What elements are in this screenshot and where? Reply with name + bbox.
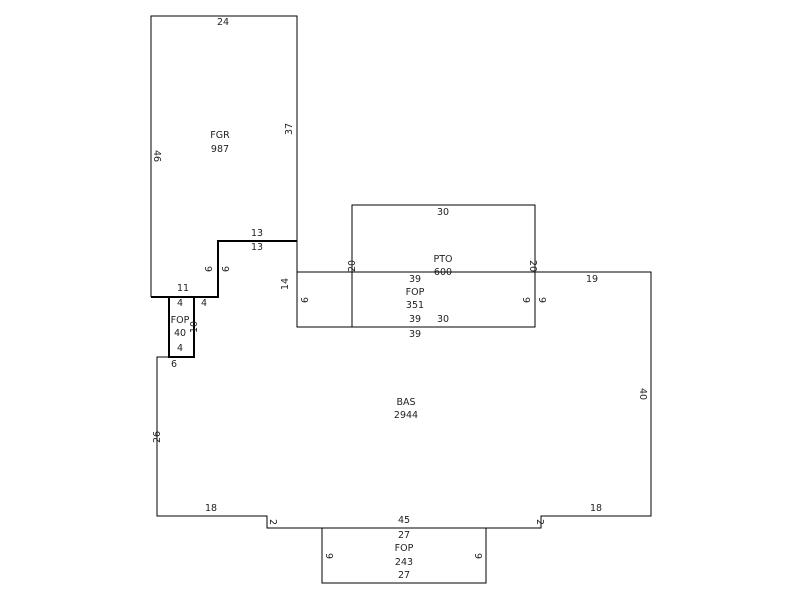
bas-dim-ledge: 6	[171, 359, 177, 370]
fgr-dim-left: 46	[151, 150, 162, 162]
fop-mid-dim-bottom: 39	[409, 314, 421, 325]
pto-dim-left: 20	[347, 260, 358, 272]
fop-bottom-sqft: 243	[395, 557, 413, 568]
fgr-dim-top: 24	[217, 17, 229, 28]
fop-bottom-dim-left: 9	[323, 553, 334, 559]
pto-dim-top: 30	[437, 207, 449, 218]
pto-dim-right: 20	[527, 260, 538, 272]
fop-small-dim-bottom: 4	[177, 343, 183, 354]
fop-small-dim-right: 10	[189, 321, 200, 333]
bas-dim-notch-left: 2	[267, 519, 278, 525]
fop-mid-dim-bottom-out: 39	[409, 329, 421, 340]
fop-mid-dim-left: 9	[298, 297, 309, 303]
area-fop-bottom: 27 FOP 243 27 9 9	[321, 527, 487, 584]
fop-small-code: FOP	[171, 315, 190, 326]
fop-bottom-dim-top: 27	[398, 530, 410, 541]
area-fop-mid: 39 FOP 351 39 39 9 14 9 9	[280, 271, 547, 340]
fop-small-outline	[168, 296, 195, 358]
pto-dim-bottom: 30	[437, 314, 449, 325]
fop-mid-dim-left-ext: 14	[280, 278, 291, 290]
fop-mid-dim-right-b: 9	[536, 297, 547, 303]
pto-outline	[351, 204, 536, 328]
fop-mid-dim-right-a: 9	[520, 297, 531, 303]
fop-small-sqft: 40	[174, 328, 186, 339]
fop-bottom-dim-right: 9	[472, 553, 483, 559]
fgr-dim-bottom: 11	[177, 283, 189, 294]
fop-mid-dim-top: 39	[409, 274, 421, 285]
fgr-dim-step-top-b: 13	[251, 242, 263, 253]
fop-mid-code: FOP	[406, 287, 425, 298]
pto-code: PTO	[433, 254, 452, 265]
area-fop-small: 4 4 FOP 40 10 4 6	[168, 296, 207, 370]
fgr-dim-right: 37	[284, 123, 295, 135]
fop-bottom-outline	[321, 527, 487, 584]
bas-dim-top-right: 19	[586, 274, 598, 285]
area-pto: 30 20 20 PTO 600 30	[347, 204, 538, 328]
area-fgr: 24 46 37 FGR 987 13 13 9 9 11	[150, 15, 298, 298]
fgr-dim-step-v-b: 9	[219, 266, 230, 272]
bas-dim-bottom-right: 18	[590, 503, 602, 514]
bas-dim-bottom-left: 18	[205, 503, 217, 514]
fop-bottom-dim-bottom: 27	[398, 570, 410, 581]
bas-dim-notch-bottom: 45	[398, 515, 410, 526]
fgr-dim-step-top-a: 13	[251, 228, 263, 239]
fgr-sqft: 987	[211, 144, 229, 155]
area-bas: 19 40 26 BAS 2944 18 18 2 2 45	[152, 241, 652, 529]
fop-mid-sqft: 351	[406, 300, 424, 311]
bas-dim-right: 40	[637, 388, 648, 400]
bas-dim-notch-right: 2	[534, 519, 545, 525]
bas-sqft: 2944	[394, 410, 418, 421]
fgr-dim-step-v-a: 9	[202, 266, 213, 272]
bas-code: BAS	[396, 397, 415, 408]
fop-small-dim-top-b: 4	[201, 298, 207, 309]
fgr-code: FGR	[210, 130, 230, 141]
fgr-outline	[150, 15, 298, 297]
bas-dim-left: 26	[152, 431, 163, 443]
fop-small-dim-top-a: 4	[177, 298, 183, 309]
fop-bottom-code: FOP	[395, 543, 414, 554]
